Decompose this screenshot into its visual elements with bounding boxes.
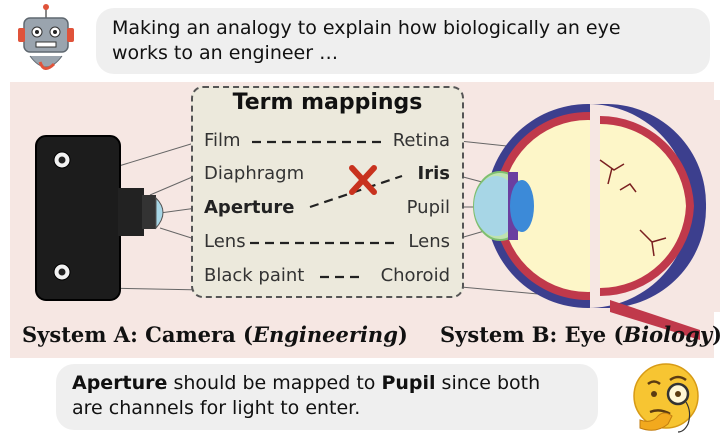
top-bubble-line-2: works to an engineer … bbox=[112, 42, 339, 64]
mapping-term-film: Film bbox=[204, 130, 241, 151]
term-mappings-title: Term mappings bbox=[232, 90, 423, 115]
mapping-term-lens-camera: Lens bbox=[204, 231, 246, 252]
mapping-term-pupil: Pupil bbox=[406, 197, 450, 218]
eye-illustration bbox=[473, 100, 720, 340]
bottom-bubble-line-2: are channels for light to enter. bbox=[72, 397, 361, 419]
top-bubble-line-1: Making an analogy to explain how biologi… bbox=[112, 17, 621, 39]
mapping-term-aperture: Aperture bbox=[204, 197, 295, 218]
mapping-term-iris: Iris bbox=[417, 163, 450, 184]
bottom-bubble-line-1: Aperture should be mapped to Pupil since… bbox=[72, 372, 541, 394]
system-b-label: System B: Eye (Biology) bbox=[440, 322, 720, 347]
mapping-term-black-paint: Black paint bbox=[204, 265, 305, 286]
bottom-speech-bubble: Aperture should be mapped to Pupil since… bbox=[56, 364, 598, 430]
mapping-term-choroid: Choroid bbox=[380, 265, 450, 286]
system-a-label: System A: Camera (Engineering) bbox=[22, 322, 408, 347]
mapping-term-retina: Retina bbox=[392, 130, 450, 151]
mapping-term-diaphragm: Diaphragm bbox=[204, 163, 305, 184]
camera-illustration bbox=[35, 135, 164, 301]
term-mappings-box bbox=[191, 86, 464, 298]
mapping-term-lens-eye: Lens bbox=[408, 231, 450, 252]
cross-mark-icon bbox=[349, 165, 377, 195]
top-speech-bubble: Making an analogy to explain how biologi… bbox=[96, 8, 710, 74]
